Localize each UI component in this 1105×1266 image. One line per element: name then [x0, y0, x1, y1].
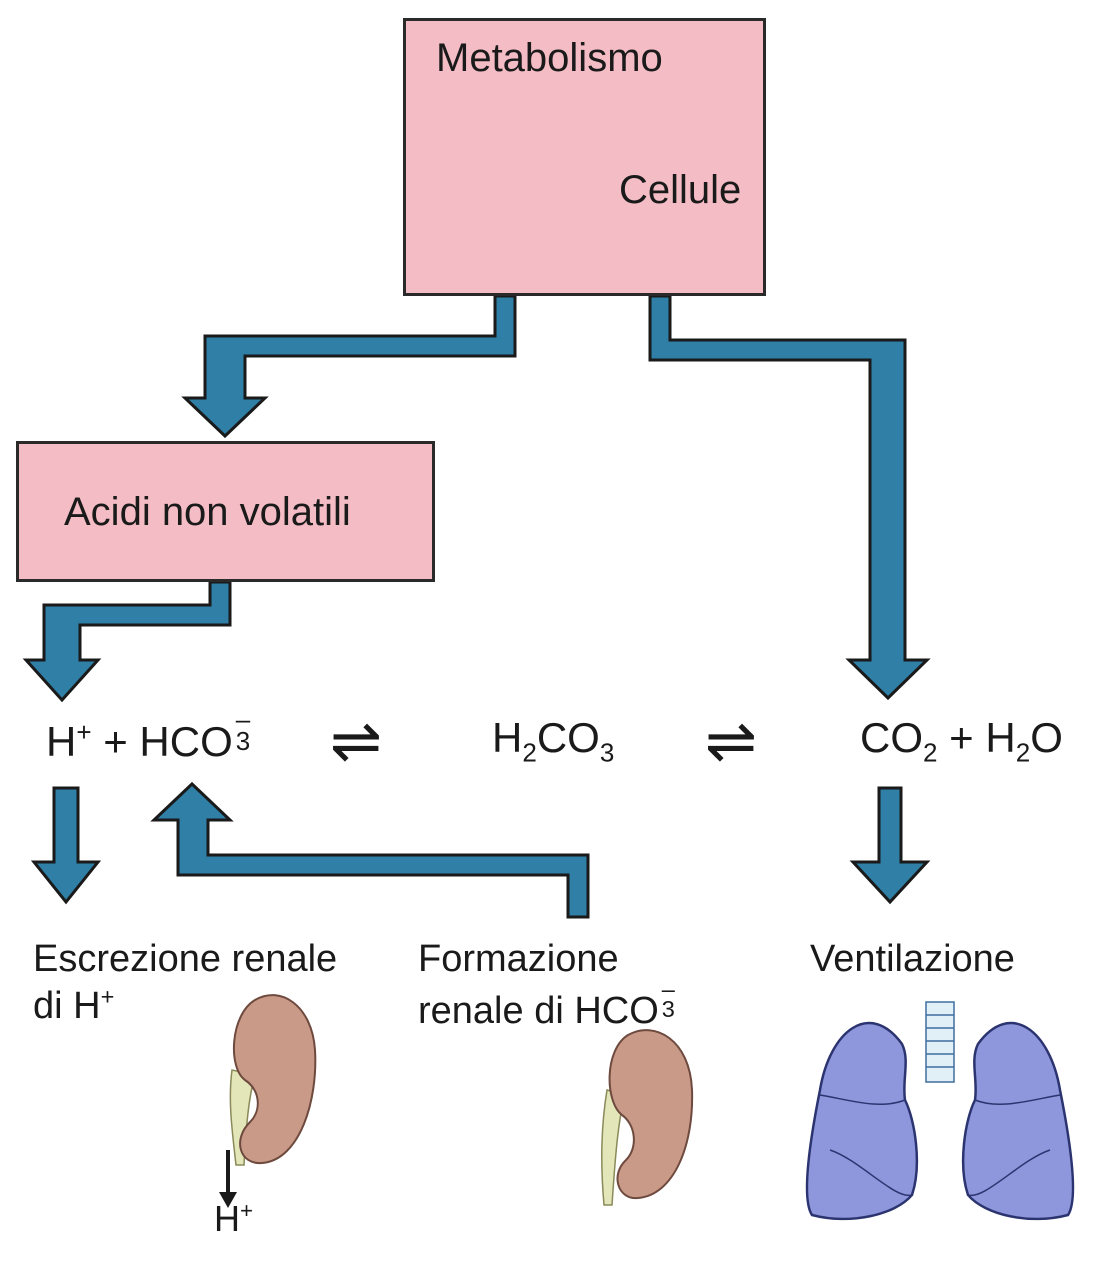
kidney-icon	[219, 994, 317, 1208]
acids-label: Acidi non volatili	[64, 490, 351, 534]
equation-h2co3: H2CO3	[492, 714, 615, 768]
acids-box: Acidi non volatili	[16, 441, 435, 582]
arrow-acids-to-h	[22, 580, 232, 703]
arrow-co2-to-ventilation	[849, 786, 931, 905]
arrow-metabolism-to-co2	[648, 294, 931, 701]
renal-formation-line2: renale di HCO–3	[418, 976, 675, 1032]
renal-excretion-line2: di H+	[33, 983, 115, 1027]
renal-excretion-output: H+	[214, 1198, 254, 1239]
equilibrium-arrow: ⇌	[705, 707, 757, 776]
arrow-renal-formation-to-hco3	[150, 781, 590, 919]
renal-excretion-line1: Escrezione renale	[33, 938, 338, 980]
kidney-icon	[601, 1029, 694, 1206]
cells-label: Cellule	[619, 168, 742, 212]
metabolism-title: Metabolismo	[436, 36, 663, 80]
ventilation-label: Ventilazione	[810, 938, 1015, 980]
renal-formation-line1: Formazione	[418, 938, 619, 980]
arrow-metabolism-to-acids	[181, 294, 517, 439]
equation-co2-h2o: CO2 + H2O	[860, 714, 1063, 768]
lungs-icon	[805, 1001, 1075, 1221]
arrow-h-to-renal-excretion	[30, 786, 102, 905]
equilibrium-arrow: ⇌	[330, 707, 382, 776]
equation-h-hco3: H+ + HCO–3	[46, 704, 251, 765]
metabolism-box: Metabolismo Cellule	[403, 18, 766, 296]
